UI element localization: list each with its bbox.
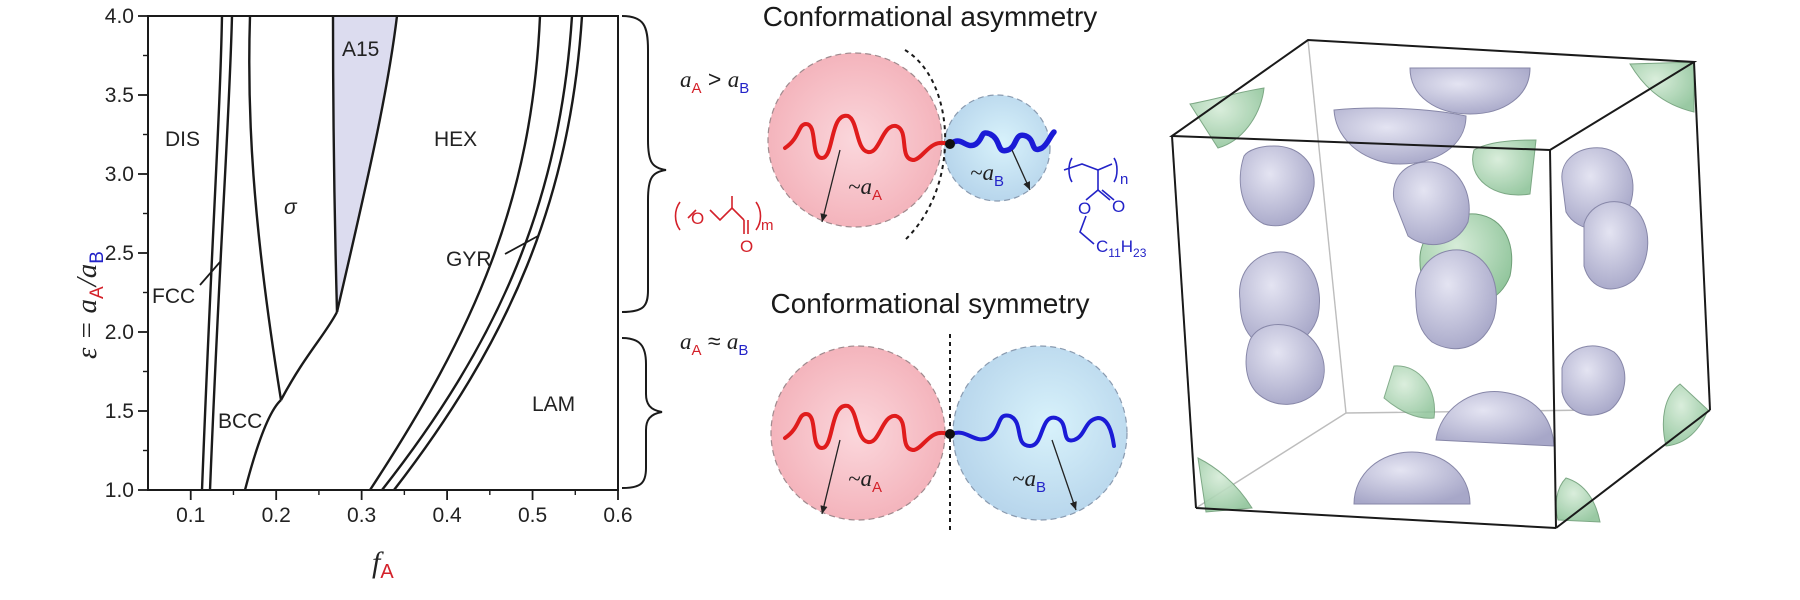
unit-cell-3d (1169, 38, 1711, 529)
relation-asymmetry: aA > aB (680, 66, 749, 97)
gyr-leader-line (504, 235, 539, 255)
relation-symmetry: aA ≈ aB (680, 328, 748, 359)
title-symmetry: Conformational symmetry (771, 288, 1090, 319)
chain-a-sym (783, 403, 950, 453)
a15-region (333, 16, 397, 312)
region-label-hex: HEX (434, 128, 477, 151)
boundary-gyr-lam (381, 15, 574, 491)
polymer-b-ester-oxygen: O (1078, 199, 1091, 218)
chain-a-asym (783, 113, 950, 163)
coil-a-asym (767, 52, 943, 228)
boundary-bcc-sigma-lower (243, 399, 282, 491)
polymer-structure-a (674, 196, 762, 234)
cube-front-edges (1169, 38, 1711, 529)
region-label-sigma: σ (284, 196, 298, 219)
brace-top (621, 15, 667, 313)
boundary-fcc-bcc (208, 15, 234, 491)
radius-arrow-b-asym (1011, 149, 1031, 191)
polymer-b-carbonyl: O (1112, 197, 1125, 216)
region-label-bcc: BCC (218, 410, 262, 433)
boundary-a15-hex (335, 15, 399, 313)
x-tick-label: 0.2 (262, 504, 291, 527)
boundary-sigma-a15 (331, 15, 339, 313)
x-tick-label: 0.3 (347, 504, 376, 527)
region-label-dis: DIS (165, 128, 200, 151)
y-tick-label: 2.5 (105, 242, 134, 265)
y-axis-label: ε = aA/aB (71, 251, 108, 359)
y-ticks: 1.0 1.5 2.0 2.5 3.0 3.5 4.0 (105, 5, 148, 502)
x-tick-label: 0.1 (176, 504, 205, 527)
x-tick-label: 0.5 (518, 504, 547, 527)
boundary-sigma-hex (279, 311, 339, 401)
radius-label-b-asym: ~aB (970, 160, 1004, 190)
y-tick-label: 1.0 (105, 479, 134, 502)
phase-boundaries (200, 15, 584, 491)
radius-arrow-b-sym (1051, 439, 1077, 511)
radius-label-a-sym: ~aA (848, 466, 882, 496)
y-tick-label: 3.5 (105, 84, 134, 107)
radius-label-b-sym: ~aB (1012, 466, 1046, 496)
boundary-hex-gyr (368, 15, 542, 491)
boundary-dis-fcc (200, 15, 224, 491)
x-tick-label: 0.4 (432, 504, 462, 527)
y-tick-label: 1.5 (105, 400, 134, 423)
radius-arrow-a-sym (820, 439, 841, 515)
junction-asym (945, 139, 955, 149)
region-label-gyr: GYR (446, 248, 492, 271)
y-tick-label: 3.0 (105, 163, 134, 186)
radius-arrow-a-asym (820, 149, 841, 223)
radius-label-a-asym: ~aA (848, 174, 882, 204)
x-axis-label: fA (372, 546, 394, 583)
polymer-a-subscript: m (761, 217, 774, 234)
polymer-a-oxygen: O (691, 209, 704, 228)
region-label-a15: A15 (342, 38, 379, 61)
y-tick-label: 4.0 (105, 5, 134, 28)
polymer-a-carbonyl: O (740, 237, 753, 256)
region-label-fcc: FCC (152, 285, 195, 308)
schematic-top: Conformational asymmetry aA > aB ~aA ~aB… (674, 1, 1147, 260)
lavender-domains (1239, 67, 1649, 505)
brace-bottom (621, 337, 663, 489)
chain-b-asym (949, 129, 1057, 154)
boundary-bcc-sigma (248, 15, 283, 401)
schematic-bottom: Conformational symmetry aA ≈ aB ~aA ~aB (680, 288, 1128, 532)
phase-diagram: 1.0 1.5 2.0 2.5 3.0 3.5 4.0 0.1 0.2 0.3 0.4 0.5 0.6… (71, 5, 633, 583)
boundary-gyr-lam-2 (393, 15, 584, 491)
polymer-structure-b (1063, 157, 1118, 245)
polymer-b-alkyl: C11H23 (1096, 237, 1147, 260)
region-label-lam: LAM (532, 393, 575, 416)
junction-sym (945, 429, 955, 439)
fcc-leader-line (199, 261, 221, 286)
chain-b-sym (950, 413, 1116, 449)
polymer-b-subscript: n (1120, 171, 1128, 188)
y-tick-label: 2.0 (105, 321, 134, 344)
x-tick-label: 0.6 (603, 504, 632, 527)
title-asymmetry: Conformational asymmetry (763, 1, 1098, 32)
interface-curve-asym (904, 49, 947, 241)
x-ticks: 0.1 0.2 0.3 0.4 0.5 0.6 (176, 490, 633, 527)
